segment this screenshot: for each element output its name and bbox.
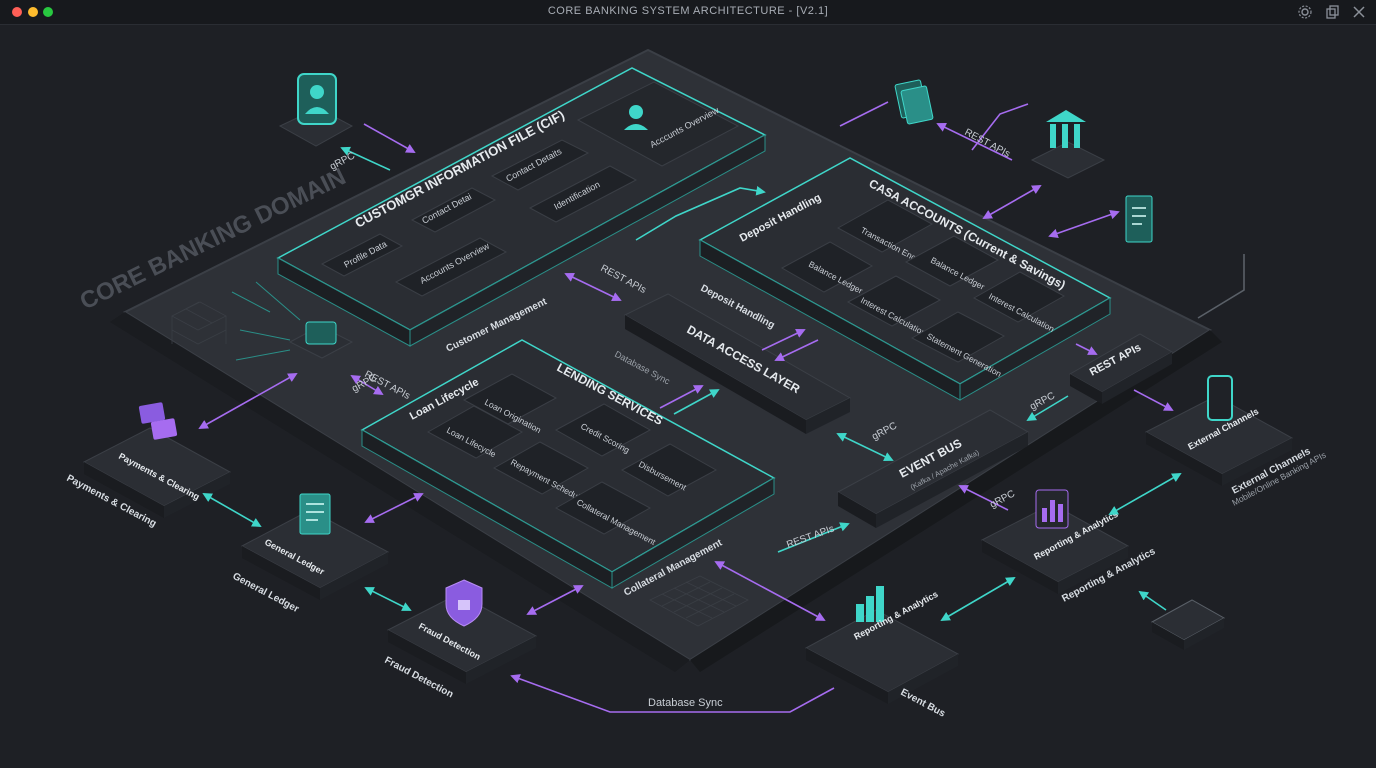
server-icon — [1150, 599, 1226, 650]
customer-icon-block — [278, 73, 354, 147]
connector-reporting-channels — [1108, 473, 1182, 515]
event-bus-module[interactable] — [836, 409, 1030, 528]
casa-module[interactable] — [698, 157, 1112, 401]
rest-apis-module[interactable] — [1068, 333, 1174, 404]
architecture-diagram: CORE BANKING DOMAIN CUSTOMGR INFORMATION… — [65, 48, 1328, 720]
connector-cif-customer — [340, 146, 391, 171]
connector-bank-path — [971, 103, 1029, 151]
connector-cif-dal — [564, 273, 622, 301]
connector-ledger-fraud — [364, 587, 412, 611]
label-grpc-customer: gRPC — [328, 150, 357, 172]
file-icon — [1125, 195, 1153, 243]
connector-doc-top — [839, 101, 889, 127]
connector-cif-casa — [635, 186, 766, 241]
connector-file-right — [1197, 254, 1245, 319]
reporting-analytics-bottom-block[interactable]: Reporting & Analytics — [804, 586, 960, 704]
lending-module[interactable] — [360, 339, 776, 589]
connector-server-reporting — [1138, 590, 1167, 611]
label-rest-doc: REST APIs — [963, 127, 1012, 160]
connector-dal-eventbus — [836, 433, 894, 461]
general-ledger-block[interactable]: General Ledger — [240, 493, 390, 600]
connector-rest-channels — [1133, 389, 1174, 411]
connector-ledger-lending — [364, 493, 424, 523]
external-channels-block[interactable]: External Channels — [1144, 375, 1294, 486]
decorative-grid-left — [171, 301, 227, 345]
connector-lending-reporting — [714, 561, 826, 621]
minimize-window-button[interactable] — [28, 7, 38, 17]
network-hub-icon — [231, 281, 354, 361]
close-window-button[interactable] — [12, 7, 22, 17]
payments-clearing-block[interactable]: Payments & Clearing — [82, 402, 232, 518]
copy-icon[interactable] — [1324, 4, 1340, 20]
connectors — [198, 101, 1245, 713]
connector-payments-ledger — [202, 493, 262, 527]
connector-lending-eventbus — [777, 522, 850, 553]
maximize-window-button[interactable] — [43, 7, 53, 17]
connector-payments-hub — [198, 373, 298, 429]
data-access-layer[interactable] — [623, 293, 852, 434]
decorative-grid-bottom — [649, 575, 749, 627]
connector-hub-lending — [350, 375, 384, 395]
connector-file-casa — [1048, 210, 1120, 238]
user-icon — [310, 85, 324, 99]
connector-customer-cif — [363, 123, 416, 153]
connector-casa-dal-1 — [761, 328, 806, 351]
connector-lending-dal-1 — [659, 385, 704, 409]
connector-eventbus-rest — [1026, 395, 1069, 421]
label-db-sync: Database Sync — [648, 697, 723, 709]
window-title: CORE BANKING SYSTEM ARCHITECTURE - [V2.1… — [547, 5, 829, 17]
close-icon[interactable] — [1351, 4, 1367, 20]
gear-icon[interactable] — [1297, 4, 1313, 20]
connector-fraud-lending — [526, 585, 584, 615]
connector-reporting-reporting — [940, 577, 1016, 621]
connector-lending-dal-2 — [673, 389, 720, 415]
connector-db-sync — [510, 674, 835, 713]
connector-bank-casa — [982, 185, 1042, 219]
connector-doc-casa — [936, 123, 1013, 161]
document-icon — [894, 79, 934, 125]
lending-item-credit-scoring[interactable]: Credit Scoring — [554, 403, 652, 457]
reporting-bottom-label: Event Bus — [899, 687, 948, 720]
title-bar: CORE BANKING SYSTEM ARCHITECTURE - [V2.1… — [0, 0, 1376, 25]
connector-eventbus-reporting — [958, 485, 1009, 511]
bank-icon — [1030, 110, 1106, 179]
connector-casa-dal-2 — [774, 339, 819, 362]
cif-accounts-overview-card[interactable]: Acccunts Overview — [576, 81, 740, 167]
connector-casa-rest — [1075, 343, 1098, 355]
fraud-detection-block[interactable]: Fraud Detection — [386, 579, 538, 684]
reporting-analytics-right-block[interactable]: Reporting & Analytics — [980, 489, 1130, 594]
